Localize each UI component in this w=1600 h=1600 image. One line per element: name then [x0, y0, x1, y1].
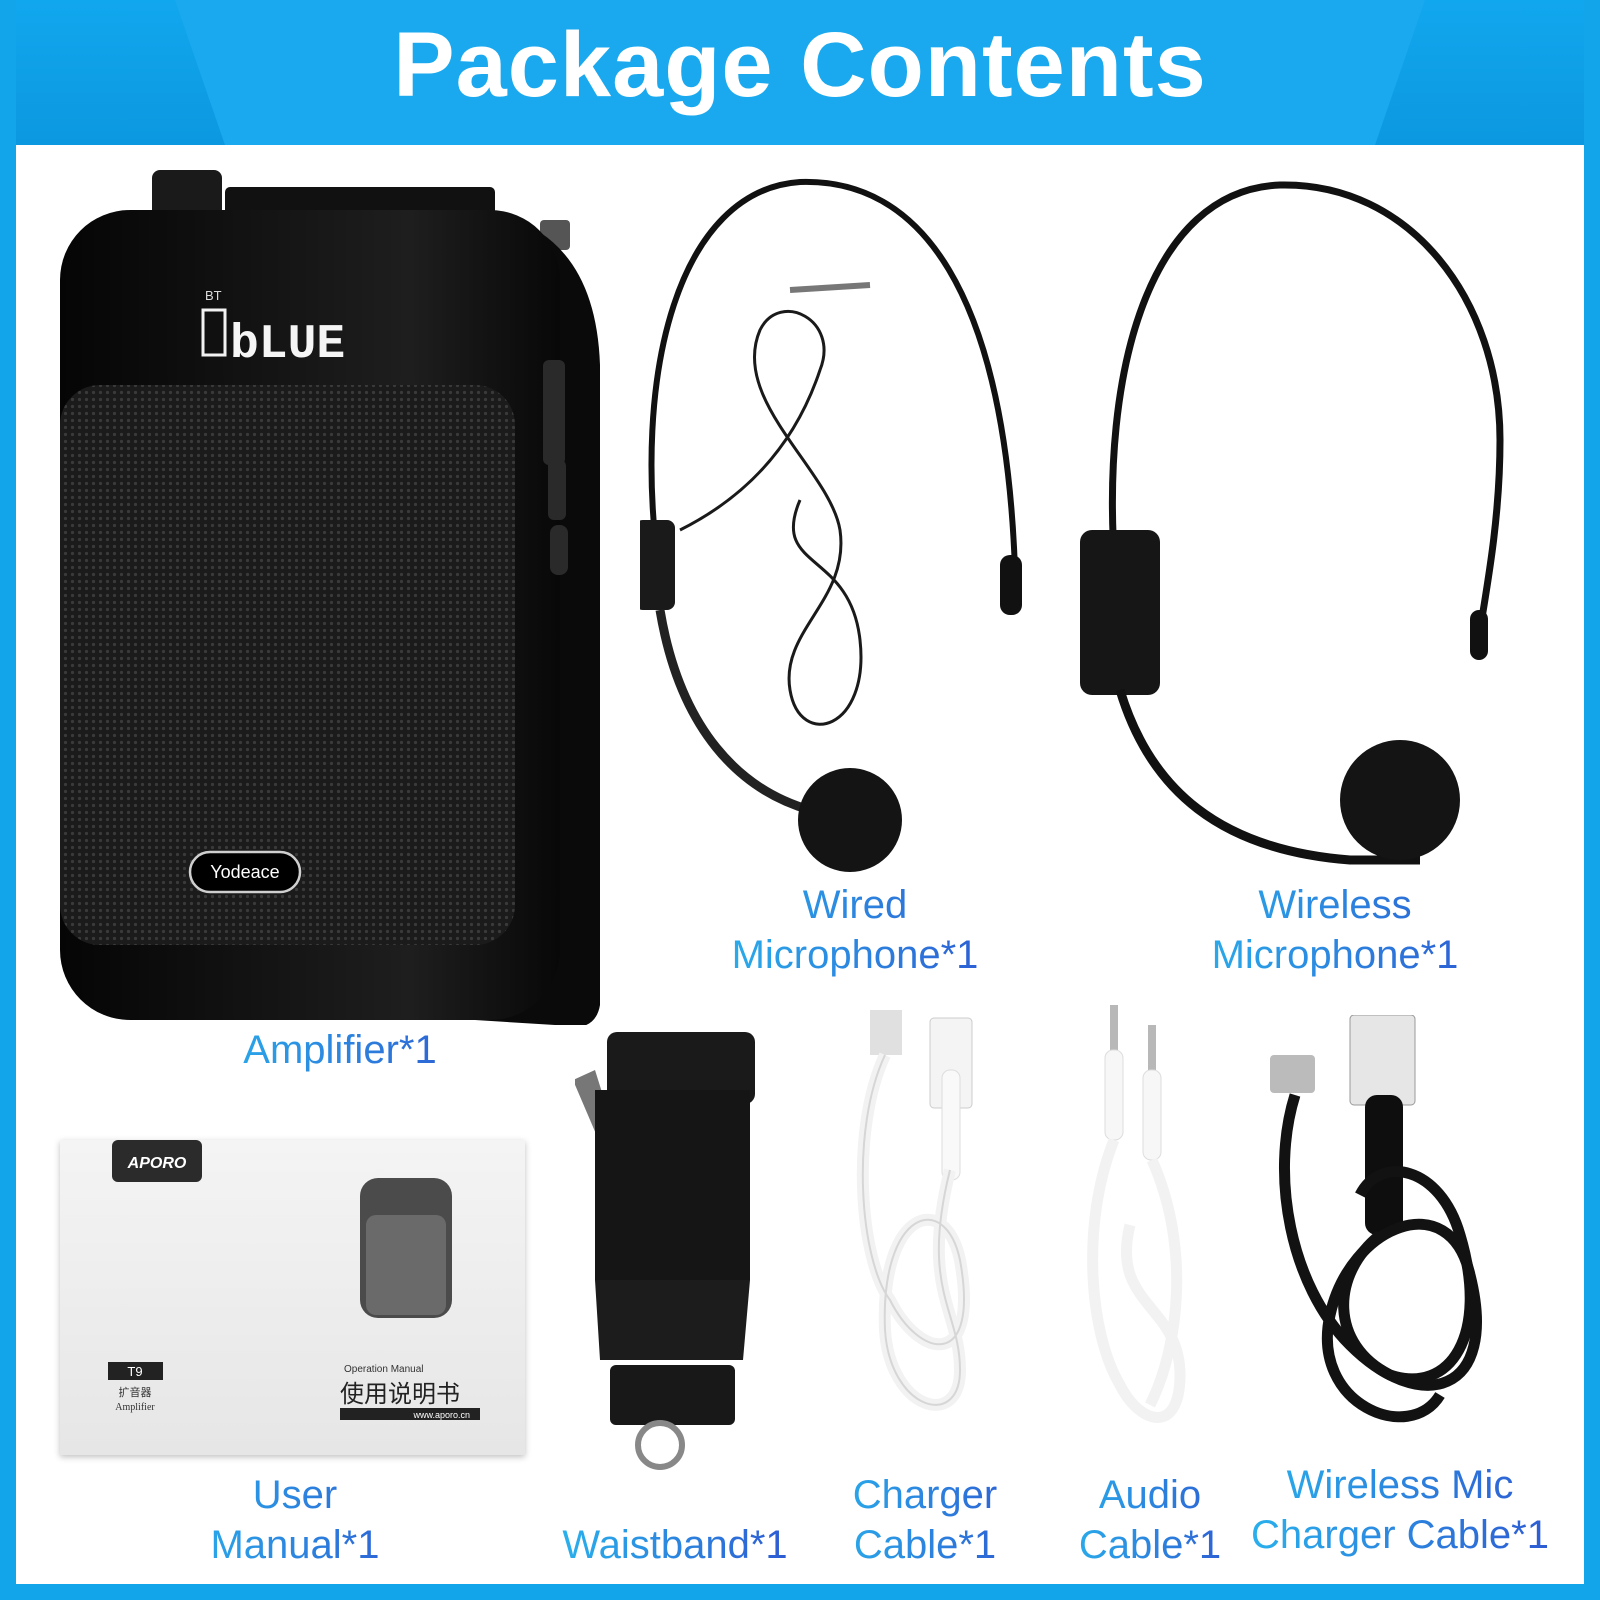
manual-brand: APORO [127, 1155, 187, 1172]
manual-cn-amp: 扩音器 [119, 1385, 152, 1399]
charger-cable-label: Charger Cable*1 [810, 1470, 1040, 1570]
manual-en-amp: Amplifier [115, 1402, 155, 1413]
manual-model: T9 [127, 1364, 142, 1379]
amplifier-image: BT bLUE Yodeace [55, 165, 615, 1028]
user-manual-label: User Manual*1 [155, 1470, 435, 1570]
wired-microphone-image [635, 170, 1080, 880]
waistband-label-text: Waistband*1 [562, 1523, 788, 1567]
wireless-charger-cable-label: Wireless Mic Charger Cable*1 [1225, 1460, 1575, 1560]
waistband-image [573, 1030, 775, 1470]
amplifier-label: Amplifier*1 [180, 1025, 500, 1075]
amp-bt-label: BT [205, 288, 222, 303]
audio-cable-label-line1: Audio [1098, 1473, 1202, 1517]
charger-cable-label-line1: Charger [852, 1473, 998, 1517]
wireless-charger-cable-label-line2: Charger Cable*1 [1251, 1513, 1549, 1557]
waistband-label: Waistband*1 [545, 1520, 805, 1570]
wireless-microphone-image [1080, 170, 1580, 880]
manual-cn-title: 使用说明书 [340, 1380, 460, 1408]
amp-display-text: bLUE [230, 318, 345, 372]
wireless-microphone-label-line2: Microphone*1 [1211, 933, 1459, 977]
audio-cable-image [1070, 1005, 1210, 1465]
wireless-charger-cable-image [1270, 1014, 1510, 1445]
header-banner-inner [175, 0, 1425, 145]
amp-brand-logo: Yodeace [210, 862, 279, 882]
user-manual-label-line2: Manual*1 [210, 1523, 380, 1567]
audio-cable-label-line2: Cable*1 [1078, 1523, 1222, 1567]
charger-cable-image [830, 1010, 1020, 1440]
wired-microphone-label-line1: Wired [802, 883, 908, 927]
user-manual-image: APORO T9 扩音器 Amplifier Operation Manual … [60, 1140, 525, 1455]
manual-url: www.aporo.cn [412, 1410, 470, 1420]
manual-op-label: Operation Manual [344, 1364, 424, 1375]
wired-microphone-label-line2: Microphone*1 [731, 933, 979, 977]
amplifier-label-text: Amplifier*1 [243, 1028, 437, 1072]
audio-cable-label: Audio Cable*1 [1050, 1470, 1250, 1570]
user-manual-label-line1: User [252, 1473, 338, 1517]
wireless-charger-cable-label-line1: Wireless Mic [1286, 1463, 1514, 1507]
page-title: Package Contents [393, 13, 1207, 116]
wireless-microphone-label: Wireless Microphone*1 [1160, 880, 1510, 980]
charger-cable-label-line2: Cable*1 [853, 1523, 997, 1567]
wired-microphone-label: Wired Microphone*1 [690, 880, 1020, 980]
wireless-microphone-label-line1: Wireless [1258, 883, 1412, 927]
